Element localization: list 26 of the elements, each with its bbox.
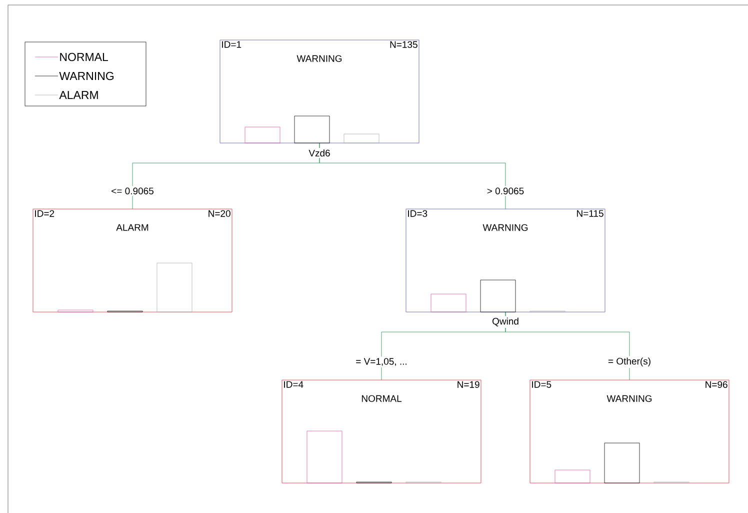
class-label: NORMAL (362, 395, 402, 402)
id-label: ID=2 (35, 210, 54, 217)
id-label: ID=3 (408, 210, 428, 217)
count-label: N=19 (458, 381, 480, 388)
edge-label: = V=1,05, ... (356, 358, 406, 366)
legend-label: ALARM (59, 91, 98, 99)
class-label: WARNING (296, 55, 342, 62)
count-label: N=20 (208, 210, 230, 217)
legend-label: WARNING (59, 72, 114, 80)
count-label: N=115 (577, 210, 604, 217)
class-label: WARNING (482, 224, 528, 231)
id-label: ID=4 (284, 381, 304, 388)
class-label: ALARM (116, 224, 148, 231)
edge-label: > 0.9065 (487, 188, 524, 194)
split-variable-label: Vzd6 (307, 148, 332, 158)
count-label: N=135 (390, 41, 418, 48)
tree-branch (319, 142, 506, 210)
count-label: N=96 (706, 381, 728, 388)
id-label: ID=1 (222, 41, 242, 48)
legend-label: NORMAL (60, 52, 108, 62)
id-label: ID=5 (532, 381, 552, 388)
edge-label: = Other(s) (608, 358, 650, 366)
edge-label: <= 0.9065 (112, 188, 154, 194)
class-label: WARNING (606, 395, 652, 402)
tree-branch (505, 312, 630, 380)
split-variable-label: Qwind (490, 316, 520, 328)
